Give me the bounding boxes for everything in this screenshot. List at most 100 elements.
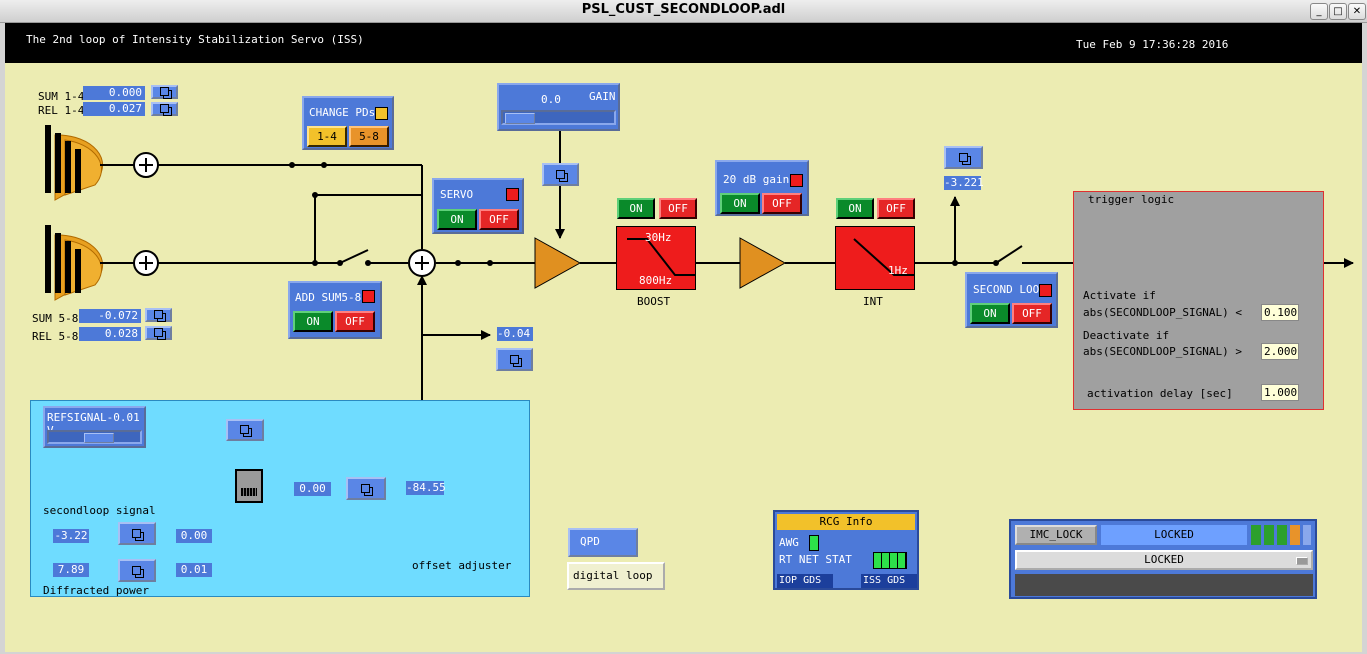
int-off-button[interactable]: OFF [877, 198, 915, 219]
window-title-bar: PSL_CUST_SECONDLOOP.adl _ □ ✕ [0, 0, 1367, 23]
refsignal-slider[interactable] [47, 430, 142, 444]
diffracted-related-display-button[interactable] [118, 559, 156, 582]
gain-slider-thumb[interactable] [505, 113, 535, 124]
gain-label: GAIN [589, 90, 616, 103]
change-pds-led [375, 107, 388, 120]
deactivate-label: Deactivate if [1083, 329, 1170, 342]
imc-lock-status-leds [1251, 525, 1311, 545]
sum58-related-display-button[interactable] [145, 308, 172, 322]
rel14-label: REL 1-4 [38, 104, 85, 117]
add-sum58-off-button[interactable]: OFF [335, 311, 375, 332]
add-sum58-on-button[interactable]: ON [293, 311, 333, 332]
maximize-button[interactable]: □ [1329, 3, 1347, 20]
feedback-monitor-value: -0.04 [497, 327, 533, 341]
refsignal-slider-thumb[interactable] [84, 433, 114, 443]
sum14-label: SUM 1-4 [38, 90, 85, 103]
feedback-related-display-button[interactable] [496, 348, 533, 371]
gain20db-led [790, 174, 803, 187]
boost-label: BOOST [637, 295, 671, 308]
deactivate-condition: abs(SECONDLOOP_SIGNAL) > [1083, 345, 1242, 358]
second-loop-panel: SECOND LOOP ON OFF [965, 272, 1058, 328]
sum58-value: -0.072 [79, 309, 141, 323]
rel14-related-display-button[interactable] [151, 102, 178, 116]
add-sum58-title: ADD SUM5-8 [295, 291, 362, 304]
gain20db-panel: 20 dB gain ON OFF [715, 160, 809, 216]
offset-adjuster-label: offset adjuster [412, 559, 512, 572]
offset-adjuster-panel: REFSIGNAL-0.01 V 0.00 -84.55 secondloop … [30, 400, 530, 597]
servo-off-button[interactable]: OFF [479, 209, 519, 230]
awg-led [809, 535, 819, 551]
servo-led [506, 188, 519, 201]
secondloop-signal-value: -3.22 [53, 529, 89, 543]
second-loop-led [1039, 284, 1052, 297]
gain-amplifier-icon [739, 237, 787, 289]
boost-off-button[interactable]: OFF [659, 198, 697, 219]
diffracted-power-label: Diffracted power [43, 584, 149, 597]
iss-gds-button[interactable]: ISS GDS [861, 574, 917, 588]
delay-input[interactable]: 1.000 [1261, 384, 1299, 401]
multiplexer-icon [235, 469, 263, 503]
gain-value: 0.0 [541, 93, 561, 106]
gain20db-off-button[interactable]: OFF [762, 193, 802, 214]
qpd-button[interactable]: QPD [568, 528, 638, 557]
gain-related-display-button[interactable] [542, 163, 579, 186]
output-monitor-value: -3.221 [944, 176, 984, 190]
imc-lock-button[interactable]: IMC_LOCK [1015, 525, 1097, 545]
add-sum58-led [362, 290, 375, 303]
diffracted-power-value: 7.89 [53, 563, 89, 577]
activate-label: Activate if [1083, 289, 1156, 302]
refsignal-panel: REFSIGNAL-0.01 V [43, 406, 146, 448]
awg-label: AWG [779, 536, 799, 549]
boost-on-button[interactable]: ON [617, 198, 655, 219]
rt-net-stat-label: RT NET STAT [779, 553, 852, 566]
second-loop-off-button[interactable]: OFF [1012, 303, 1052, 324]
activate-threshold-input[interactable]: 0.100 [1261, 304, 1299, 321]
change-pds-panel: CHANGE PDs 1-4 5-8 [302, 96, 394, 150]
boost-filter-block: 30Hz 800Hz [616, 226, 696, 290]
qpd-label: QPD [580, 535, 600, 548]
int-on-button[interactable]: ON [836, 198, 874, 219]
change-pds-58-button[interactable]: 5-8 [349, 126, 389, 147]
gain20db-title: 20 dB gain [723, 173, 790, 186]
minimize-button[interactable]: _ [1310, 3, 1328, 20]
close-button[interactable]: ✕ [1348, 3, 1366, 20]
secondloop-gain-value: 0.00 [176, 529, 212, 543]
gain-slider[interactable] [501, 110, 616, 125]
deactivate-threshold-input[interactable]: 2.000 [1261, 343, 1299, 360]
activate-condition: abs(SECONDLOOP_SIGNAL) < [1083, 306, 1242, 319]
imc-lock-panel: IMC_LOCK LOCKED LOCKED [1009, 519, 1317, 599]
int-freq: 1Hz [888, 264, 908, 277]
output-related-display-button[interactable] [944, 146, 983, 169]
gain20db-on-button[interactable]: ON [720, 193, 760, 214]
second-loop-on-button[interactable]: ON [970, 303, 1010, 324]
sum14-related-display-button[interactable] [151, 85, 178, 99]
refsignal-related-display-button[interactable] [226, 419, 264, 441]
rel58-value: 0.028 [79, 327, 141, 341]
servo-on-button[interactable]: ON [437, 209, 477, 230]
secondloop-related-display-button[interactable] [118, 522, 156, 545]
sum58-label: SUM 5-8 [32, 312, 79, 325]
diffracted-gain-value: 0.01 [176, 563, 212, 577]
mux-output-value: 0.00 [294, 482, 331, 496]
gain-panel: 0.0 GAIN [497, 83, 620, 131]
boost-top-freq: 30Hz [645, 231, 672, 244]
sum14-value: 0.000 [83, 86, 145, 100]
trigger-logic-panel: trigger logic Activate if abs(SECONDLOOP… [1073, 191, 1324, 410]
digital-loop-button[interactable]: digital loop [567, 562, 665, 590]
trigger-title: trigger logic [1088, 193, 1175, 206]
window-title: PSL_CUST_SECONDLOOP.adl [581, 2, 786, 17]
change-pds-14-button[interactable]: 1-4 [307, 126, 347, 147]
int-label: INT [863, 295, 883, 308]
rel58-related-display-button[interactable] [145, 326, 172, 340]
rcg-info-panel: RCG Info AWG RT NET STAT IOP GDS ISS GDS [773, 510, 919, 590]
second-loop-title: SECOND LOOP [973, 283, 1046, 296]
header-bar: The 2nd loop of Intensity Stabilization … [5, 23, 1362, 63]
digital-loop-label: digital loop [573, 569, 653, 582]
rt-net-stat-leds [873, 552, 907, 569]
photodiode-array-14-icon [45, 125, 134, 201]
mux-related-display-button[interactable] [346, 477, 386, 500]
servo-panel: SERVO ON OFF [432, 178, 524, 234]
page-title: The 2nd loop of Intensity Stabilization … [26, 33, 364, 46]
iop-gds-button[interactable]: IOP GDS [777, 574, 833, 588]
imc-lock-menu[interactable]: LOCKED [1015, 550, 1313, 570]
